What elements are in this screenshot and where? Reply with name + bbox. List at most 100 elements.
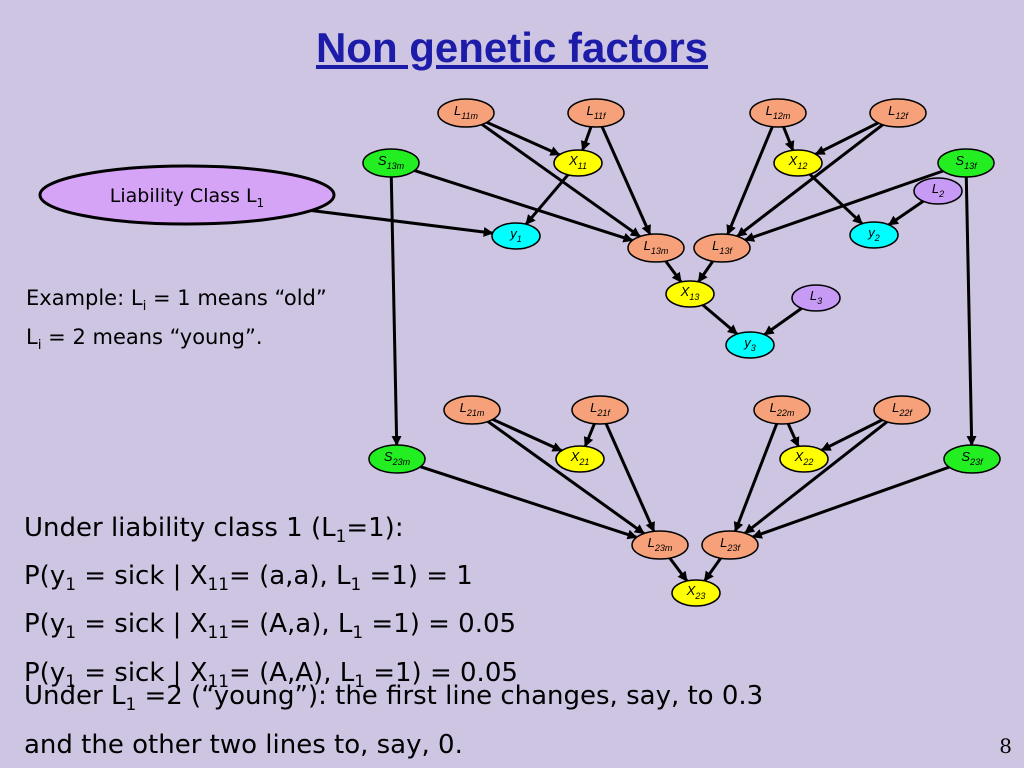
node-x21: X21 — [555, 445, 605, 473]
svg-text:X13: X13 — [680, 284, 700, 302]
edge-l12m-to-x12 — [782, 126, 795, 152]
edge-l22m-to-l23f — [733, 423, 779, 533]
svg-text:X23: X23 — [686, 583, 706, 601]
edge-l22f-to-x22 — [820, 418, 883, 452]
diagram-edges — [311, 120, 977, 582]
svg-text:L23m: L23m — [648, 535, 673, 553]
liability-class-1-heading: Under liability class 1 (L1=1): — [24, 513, 404, 547]
node-l22f: L22f — [873, 395, 931, 425]
node-label: L — [892, 400, 899, 415]
node-label: L — [810, 288, 817, 303]
node-subscript: 23 — [694, 591, 705, 601]
svg-text:S13m: S13m — [378, 153, 405, 171]
node-x22: X22 — [779, 445, 829, 473]
svg-text:L12f: L12f — [888, 103, 909, 121]
node-subscript: 21f — [596, 408, 611, 418]
node-label: L — [932, 181, 939, 196]
node-subscript: 23f — [969, 457, 984, 467]
edge-l11m-to-l13m — [481, 123, 641, 238]
node-label: S — [378, 153, 387, 168]
liability-class-label: Liability Class L — [110, 185, 257, 207]
node-subscript: 22 — [802, 457, 813, 467]
node-label: X — [570, 449, 581, 464]
node-s23f: S23f — [943, 444, 1001, 474]
node-y2: y2 — [849, 221, 899, 249]
svg-text:X12: X12 — [788, 153, 808, 171]
edge-x13-to-y3 — [701, 303, 739, 336]
svg-text:Liability Class L1: Liability Class L1 — [110, 185, 264, 210]
node-label: S — [384, 449, 393, 464]
probability-row: P(y1 = sick | X11= (a,a), L1 =1) = 1 — [24, 561, 473, 595]
edge-l12f-to-l13f — [736, 123, 884, 238]
node-subscript: 2 — [938, 189, 944, 199]
edge-l22f-to-l23f — [744, 420, 888, 535]
node-label: X — [568, 153, 579, 168]
svg-text:L21f: L21f — [590, 400, 611, 418]
node-y3: y3 — [725, 331, 775, 359]
node-subscript: 2 — [874, 233, 880, 243]
node-label: L — [586, 103, 593, 118]
node-s13f: S13f — [937, 148, 995, 178]
node-subscript: 13m — [651, 246, 669, 256]
edge-x12-to-y2 — [808, 173, 864, 225]
svg-text:L22m: L22m — [770, 400, 795, 418]
node-subscript: 12 — [797, 161, 807, 171]
node-subscript: 11m — [461, 111, 478, 121]
svg-text:L11m: L11m — [454, 103, 479, 121]
node-label: L — [888, 103, 895, 118]
svg-text:L23f: L23f — [720, 535, 741, 553]
node-subscript: 23m — [654, 543, 673, 553]
node-l21f: L21f — [571, 395, 629, 425]
node-x12: X12 — [773, 149, 823, 177]
edge-s13m-to-s23m — [389, 176, 402, 447]
node-label: L — [648, 535, 655, 550]
edge-l21f-to-x21 — [583, 423, 596, 448]
node-label: L — [712, 238, 719, 253]
liability-class-2-line-1: Under L1 =2 (“young”): the first line ch… — [24, 681, 764, 715]
svg-text:L11f: L11f — [586, 103, 607, 121]
edge-l12f-to-x12 — [814, 121, 879, 156]
node-label: X — [686, 583, 697, 598]
example-note: Example: Li = 1 means “old” Li = 2 means… — [26, 283, 327, 361]
svg-text:S23f: S23f — [961, 449, 984, 467]
edge-l2-to-y2 — [888, 199, 924, 227]
edge-s13m-to-l13m — [414, 169, 634, 243]
edge-l3-to-y3 — [763, 307, 803, 336]
node-l11f: L11f — [567, 98, 625, 128]
node-y1: y1 — [491, 222, 541, 250]
edge-l11f-to-x11 — [580, 126, 593, 152]
edge-l23m-to-x23 — [668, 557, 689, 582]
node-l13f: L13f — [693, 233, 751, 263]
edge-liab-to-y1 — [311, 208, 494, 237]
edge-l12m-to-l13f — [726, 126, 774, 236]
liability-class-2-line-2: and the other two lines to, say, 0. — [24, 730, 463, 761]
edge-l21m-to-l23m — [487, 420, 645, 535]
edge-s23m-to-l23m — [419, 465, 638, 540]
node-subscript: 13f — [719, 246, 733, 256]
edge-s23f-to-l23f — [751, 465, 950, 539]
probability-row: P(y1 = sick | X11= (A,A), L1 =1) = 0.05 — [24, 657, 518, 691]
node-l2: L2 — [913, 177, 963, 205]
node-l23f: L23f — [701, 530, 759, 560]
node-l23m: L23m — [631, 530, 689, 560]
node-subscript: 23f — [726, 543, 741, 553]
edge-s13f-to-s23f — [964, 176, 977, 447]
svg-text:X11: X11 — [568, 153, 587, 171]
node-label: S — [955, 153, 964, 168]
node-s23m: S23m — [368, 444, 426, 474]
edge-l13m-to-x13 — [664, 260, 683, 283]
example-line-1: Example: Li = 1 means “old” — [26, 286, 327, 315]
node-label: L — [644, 238, 651, 253]
svg-text:S13f: S13f — [955, 153, 978, 171]
node-label: L — [766, 103, 773, 118]
node-subscript: 3 — [751, 343, 756, 353]
edge-l21f-to-l23m — [604, 423, 656, 533]
node-subscript: 13m — [387, 161, 405, 171]
node-l12f: L12f — [869, 98, 927, 128]
svg-text:X21: X21 — [570, 449, 590, 467]
node-label: y — [509, 226, 518, 241]
node-label: L — [590, 400, 597, 415]
slide-title: Non genetic factors — [315, 24, 709, 71]
